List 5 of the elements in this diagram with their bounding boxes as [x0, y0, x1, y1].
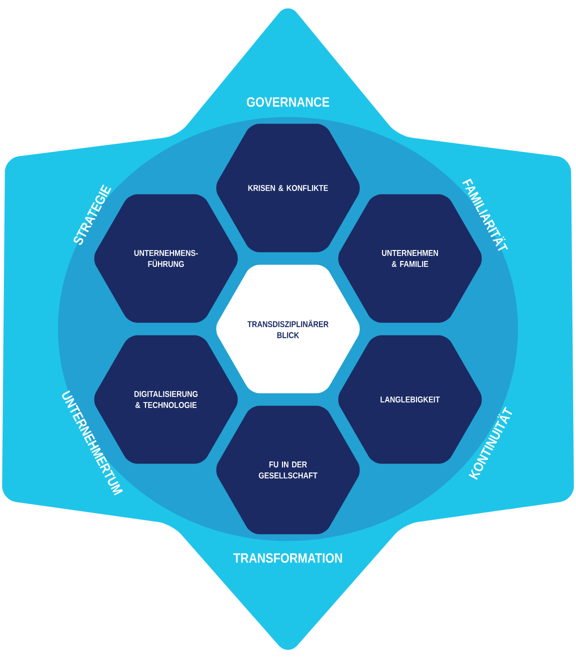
star-label: TRANSFORMATION — [233, 553, 342, 563]
hexagon: FU IN DER GESELLSCHAFT — [214, 404, 362, 536]
star-label: GOVERNANCE — [246, 97, 330, 107]
hexagon: TRANSDISZIPLINÄRER BLICK — [214, 263, 362, 395]
hexagon: KRISEN & KONFLIKTE — [214, 122, 362, 254]
